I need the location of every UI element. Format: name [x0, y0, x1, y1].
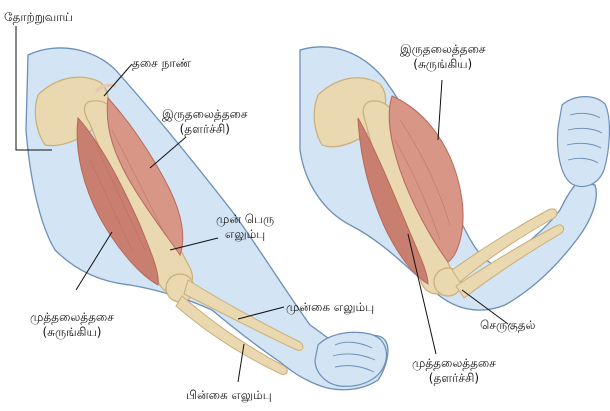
- label-radius: முன்கை எலும்பு: [286, 300, 374, 315]
- label-humerus: முன் பெரு எலும்பு: [216, 212, 274, 242]
- label-triceps-relaxed: முத்தலைத்தசை (தளர்ச்சி): [412, 356, 496, 386]
- right-arm: [300, 47, 609, 310]
- leader-biceps-contracted: [438, 80, 442, 140]
- label-insertion: செருகுதல்: [480, 318, 535, 333]
- label-ulna: பின்கை எலும்பு: [186, 388, 272, 403]
- label-shoulder-blade: தோற்றுவாய்: [4, 10, 73, 25]
- label-biceps-contracted: இருதலைத்தசை (சுருங்கிய): [400, 42, 486, 72]
- label-biceps-relaxed: இருதலைத்தசை (தளர்ச்சி): [162, 107, 248, 137]
- label-triceps-contracted: முத்தலைத்தசை (சுருங்கிய): [30, 310, 114, 340]
- right-hand: [558, 97, 610, 187]
- label-tendon: தசை நாண்: [132, 56, 191, 71]
